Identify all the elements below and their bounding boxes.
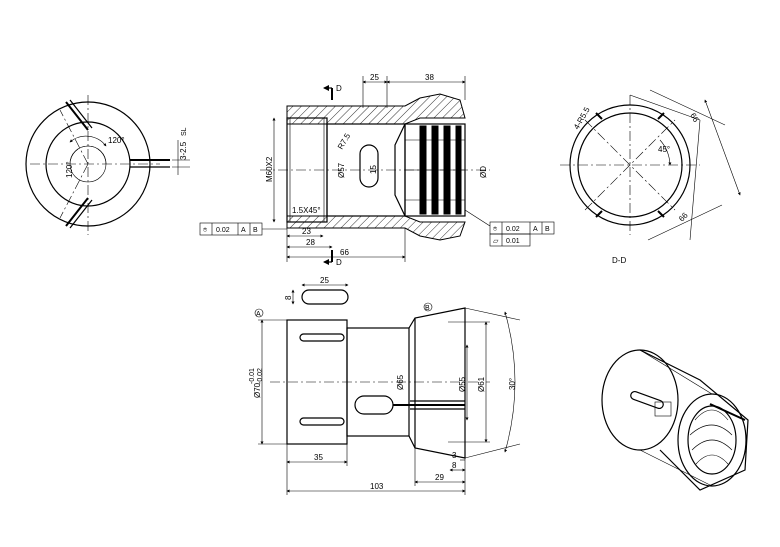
- side-slot-h: 8: [284, 295, 293, 300]
- dim-28: 28: [306, 238, 315, 247]
- angle-label: 120°: [108, 136, 125, 145]
- side-dia-61: Ø61: [477, 376, 486, 392]
- dim-thread: M60X2: [265, 156, 274, 182]
- dim-25: 25: [370, 73, 379, 82]
- dd-angle: 45°: [658, 145, 670, 154]
- side-dia-70-tol-top: -0.01: [249, 368, 256, 384]
- datum-a: A: [256, 311, 261, 318]
- cut-label-bottom: D: [336, 258, 342, 267]
- svg-text:0.02: 0.02: [216, 227, 230, 234]
- side-angle-30: 30°: [508, 378, 517, 390]
- dd-66a: 66: [688, 112, 701, 125]
- dim-w15: 15: [369, 165, 378, 174]
- dd-66b: 66: [677, 210, 690, 223]
- side-d8: 8: [452, 461, 457, 470]
- side-view: 25 8 30° Ø61 Ø55 Ø65 A B: [249, 276, 521, 495]
- dim-66: 66: [340, 248, 349, 257]
- dd-caption: D-D: [612, 256, 626, 265]
- side-slot-top: 25: [320, 276, 329, 285]
- side-dia-70: Ø70: [253, 382, 262, 398]
- slot-sub: SL: [181, 127, 188, 136]
- side-d103: 103: [370, 482, 384, 491]
- svg-text:A: A: [533, 226, 538, 233]
- section-view: D D 25 38 M60X2 R7.5 Ø57 15 1.5X45° ØD 2…: [199, 73, 555, 267]
- dim-chamfer: 1.5X45°: [292, 206, 321, 215]
- svg-text:B: B: [545, 226, 550, 233]
- side-dia-65: Ø65: [396, 374, 405, 390]
- tolerance-frame-right: ⌾ 0.02 A B ▱ 0.01: [464, 209, 555, 247]
- angle-label-2: 120°: [65, 161, 74, 178]
- section-dd: 66 66 4-R5.5 45° D-D: [560, 89, 741, 265]
- svg-text:▱: ▱: [493, 238, 499, 245]
- dim-radius: R7.5: [336, 131, 353, 151]
- dim-dia57: Ø57: [337, 162, 346, 178]
- side-d35: 35: [314, 453, 323, 462]
- dim-38: 38: [425, 73, 434, 82]
- dd-slot: 4-R5.5: [572, 105, 592, 131]
- dim-od: ØD: [479, 166, 488, 178]
- dim-23: 23: [302, 227, 311, 236]
- tolerance-frame-left: ⌾ 0.02 A B: [199, 222, 287, 236]
- svg-text:0.01: 0.01: [506, 238, 520, 245]
- cut-label-top: D: [336, 84, 342, 93]
- datum-b: B: [425, 305, 430, 312]
- side-dia-55: Ø55: [458, 376, 467, 392]
- svg-text:⌾: ⌾: [493, 226, 498, 233]
- svg-text:A: A: [241, 227, 246, 234]
- side-d3: 3: [452, 451, 457, 460]
- front-view: 120° 120° 3-2.5 SL: [25, 95, 190, 235]
- isometric-view: [601, 349, 749, 491]
- svg-text:⌾: ⌾: [203, 227, 208, 234]
- side-dia-70-tol-bot: -0.02: [257, 368, 264, 384]
- slot-label: 3-2.5: [179, 141, 188, 160]
- side-d29: 29: [435, 473, 444, 482]
- svg-text:B: B: [253, 227, 258, 234]
- svg-text:0.02: 0.02: [506, 226, 520, 233]
